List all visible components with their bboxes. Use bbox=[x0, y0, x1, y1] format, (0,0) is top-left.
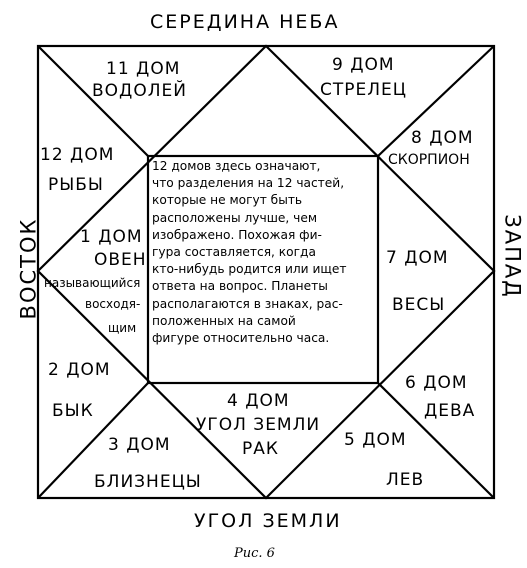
center-description: 12 домов здесь означают, что разделения … bbox=[150, 158, 376, 381]
center-line: ответа на вопрос. Планеты bbox=[152, 279, 328, 294]
house-1-label: 1 ДОМ bbox=[80, 227, 143, 247]
house-1-sign: ОВЕН bbox=[94, 250, 147, 270]
center-line: кто-нибудь родится или ищет bbox=[152, 262, 347, 277]
house-6-sign: ДЕВА bbox=[424, 401, 476, 421]
house-3-sign: БЛИЗНЕЦЫ bbox=[94, 472, 202, 492]
house-6-label: 6 ДОМ bbox=[405, 373, 468, 393]
center-line: положенных на самой bbox=[152, 313, 296, 328]
figure-caption: Рис. 6 bbox=[234, 546, 275, 561]
house-4-sign-line-2: РАК bbox=[242, 439, 279, 459]
house-8-sign: СКОРПИОН bbox=[388, 152, 470, 168]
center-line: располагаются в знаках, рас- bbox=[152, 296, 343, 311]
house-9-label: 9 ДОМ bbox=[332, 55, 395, 75]
house-7-sign: ВЕСЫ bbox=[392, 295, 446, 315]
right-side-title: ЗАПАД bbox=[500, 214, 525, 299]
house-11-label: 11 ДОМ bbox=[106, 59, 181, 79]
house-5-sign: ЛЕВ bbox=[386, 470, 425, 490]
center-line: гура составляется, когда bbox=[152, 245, 316, 260]
center-line: что разделения на 12 частей, bbox=[152, 176, 345, 191]
house-11-sign: ВОДОЛЕЙ bbox=[92, 81, 187, 101]
house-1-note-2: восходя- bbox=[85, 297, 141, 311]
house-1-note-1: называющийся bbox=[44, 276, 141, 290]
center-line: расположены лучше, чем bbox=[152, 210, 318, 225]
house-12-sign: РЫБЫ bbox=[48, 175, 104, 195]
house-4-sign-line-1: УГОЛ ЗЕМЛИ bbox=[196, 415, 321, 435]
diagonal-bottom-right bbox=[377, 382, 495, 499]
house-1-note-3: щим bbox=[108, 321, 137, 335]
diagonal-top-right bbox=[377, 45, 495, 157]
house-9-sign: СТРЕЛЕЦ bbox=[320, 80, 407, 100]
house-12-label: 12 ДОМ bbox=[40, 145, 115, 165]
center-square bbox=[146, 154, 380, 385]
house-4-label: 4 ДОМ bbox=[227, 391, 290, 411]
bottom-title: УГОЛ ЗЕМЛИ bbox=[194, 510, 342, 532]
center-line: 12 домов здесь означают, bbox=[152, 159, 321, 173]
house-8-label: 8 ДОМ bbox=[411, 128, 474, 148]
house-5-label: 5 ДОМ bbox=[344, 430, 407, 450]
top-title: СЕРЕДИНА НЕБА bbox=[150, 11, 340, 33]
house-7-label: 7 ДОМ bbox=[386, 248, 449, 268]
center-line: которые не могут быть bbox=[152, 193, 303, 208]
house-2-label: 2 ДОМ bbox=[48, 360, 111, 380]
house-3-label: 3 ДОМ bbox=[108, 435, 171, 455]
center-line: изображено. Похожая фи- bbox=[152, 227, 322, 242]
house-2-sign: БЫК bbox=[52, 401, 94, 421]
left-side-title: ВОСТОК bbox=[16, 217, 41, 320]
diamond bbox=[36, 44, 496, 500]
diagonal-top-left bbox=[37, 45, 149, 157]
diagonal-bottom-left bbox=[37, 382, 149, 499]
center-line: фигуре относительно часа. bbox=[152, 331, 330, 346]
